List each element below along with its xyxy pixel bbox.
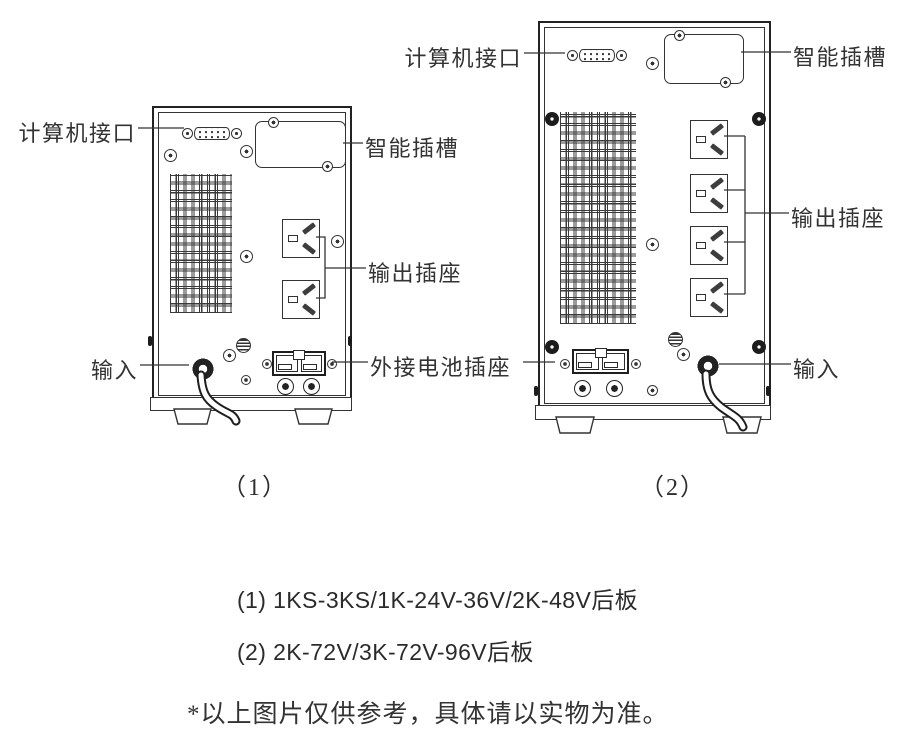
corner-screw-icon [752, 112, 766, 126]
screw-icon [646, 238, 659, 251]
screw-icon [223, 349, 236, 362]
battery-terminal-icon [606, 380, 623, 397]
battery-terminal-icon [574, 380, 591, 397]
edge-notch [148, 336, 152, 346]
battery-terminal-icon [303, 378, 320, 395]
screw-icon [674, 30, 685, 41]
serial-port-icon [567, 48, 627, 62]
screw-icon [262, 359, 272, 369]
outlet-pin-icon [301, 222, 317, 235]
screw-icon [240, 145, 253, 158]
power-outlet-icon [282, 280, 320, 319]
battery-connector-cell [576, 353, 599, 370]
disclaimer-note: *以上图片仅供参考，具体请以实物为准。 [187, 701, 669, 728]
battery-connector-latch [594, 348, 607, 358]
device-base-2 [535, 405, 771, 420]
serial-port-icon [182, 126, 242, 140]
outlet-pin-icon [709, 197, 725, 210]
device-foot [294, 408, 333, 425]
battery-connector-icon [272, 350, 326, 376]
screw-icon [164, 149, 177, 162]
screw-icon [560, 359, 570, 369]
power-outlet-icon [690, 278, 728, 317]
serial-screw-icon [182, 127, 193, 139]
outlet-pin-icon [709, 143, 725, 156]
edge-notch [766, 386, 770, 396]
caption-figure-2: （2） [640, 475, 706, 501]
battery-connector-cell [300, 355, 322, 372]
corner-screw-icon [752, 340, 766, 354]
outlet-slot-icon [696, 294, 706, 301]
caption-figure-1: （1） [222, 475, 288, 501]
serial-screw-icon [567, 49, 578, 61]
input-cable-gland-icon [697, 355, 719, 377]
outlet-pin-icon [709, 281, 725, 294]
screw-icon [646, 57, 659, 70]
ground-terminal-icon [668, 332, 683, 347]
label-smart-slot-2: 智能插槽 [793, 45, 888, 70]
ground-terminal-icon [236, 338, 251, 353]
ups-rear-panel-1 [152, 106, 352, 402]
outlet-slot-icon [696, 136, 706, 143]
battery-connector-icon [572, 348, 629, 374]
vent-grid-1 [170, 174, 232, 313]
screw-icon [331, 235, 344, 248]
corner-screw-icon [545, 112, 559, 126]
outlet-pin-icon [709, 249, 725, 262]
label-computer-interface-1: 计算机接口 [18, 121, 136, 146]
smart-slot-cover-1 [255, 117, 346, 172]
model-note-2: (2) 2K-72V/3K-72V-96V后板 [237, 639, 534, 665]
outlet-slot-icon [288, 235, 298, 242]
battery-terminal-icon [277, 378, 294, 395]
outlet-pin-icon [709, 177, 725, 190]
ups-rear-panel-2 [538, 21, 771, 410]
label-external-battery-socket: 外接电池插座 [370, 355, 512, 380]
label-smart-slot-1: 智能插槽 [365, 136, 460, 161]
outlet-pin-icon [709, 229, 725, 242]
screw-icon [631, 359, 641, 369]
outlet-pin-icon [301, 303, 317, 316]
battery-connector-cell [276, 355, 298, 372]
power-outlet-icon [690, 120, 728, 159]
screw-icon [327, 359, 337, 369]
label-computer-interface-2: 计算机接口 [404, 46, 522, 71]
outlet-slot-icon [288, 296, 298, 303]
screw-icon [322, 161, 333, 172]
screw-icon [647, 385, 658, 396]
label-output-socket-1: 输出插座 [368, 261, 463, 286]
power-outlet-icon [282, 219, 320, 258]
outlet-slot-icon [696, 190, 706, 197]
outlet-pin-icon [301, 242, 317, 255]
screw-icon [677, 348, 690, 361]
screw-icon [720, 77, 731, 88]
device-base-1 [150, 397, 352, 411]
screw-icon [241, 375, 251, 385]
model-note-1: (1) 1KS-3KS/1K-24V-36V/2K-48V后板 [237, 587, 639, 613]
serial-screw-icon [231, 127, 242, 139]
battery-connector-cell [602, 353, 625, 370]
outlet-pin-icon [301, 283, 317, 296]
screw-icon [240, 250, 253, 263]
label-output-socket-2: 输出插座 [791, 206, 886, 231]
device-foot [173, 408, 212, 425]
edge-notch [348, 336, 352, 346]
serial-body-icon [579, 48, 615, 62]
power-outlet-icon [690, 226, 728, 265]
outlet-pin-icon [709, 301, 725, 314]
power-outlet-icon [690, 174, 728, 213]
label-input-2: 输入 [793, 357, 841, 382]
outlet-pin-icon [709, 123, 725, 136]
smart-slot-cover-2 [664, 30, 744, 88]
vent-grid-2 [560, 112, 636, 324]
serial-screw-icon [616, 49, 627, 61]
input-cable-gland-icon [192, 358, 214, 380]
battery-connector-latch [293, 350, 305, 360]
serial-body-icon [194, 126, 230, 140]
outlet-slot-icon [696, 242, 706, 249]
label-input-1: 输入 [90, 358, 138, 383]
screw-icon [268, 117, 279, 128]
edge-notch [534, 386, 538, 396]
corner-screw-icon [545, 340, 559, 354]
